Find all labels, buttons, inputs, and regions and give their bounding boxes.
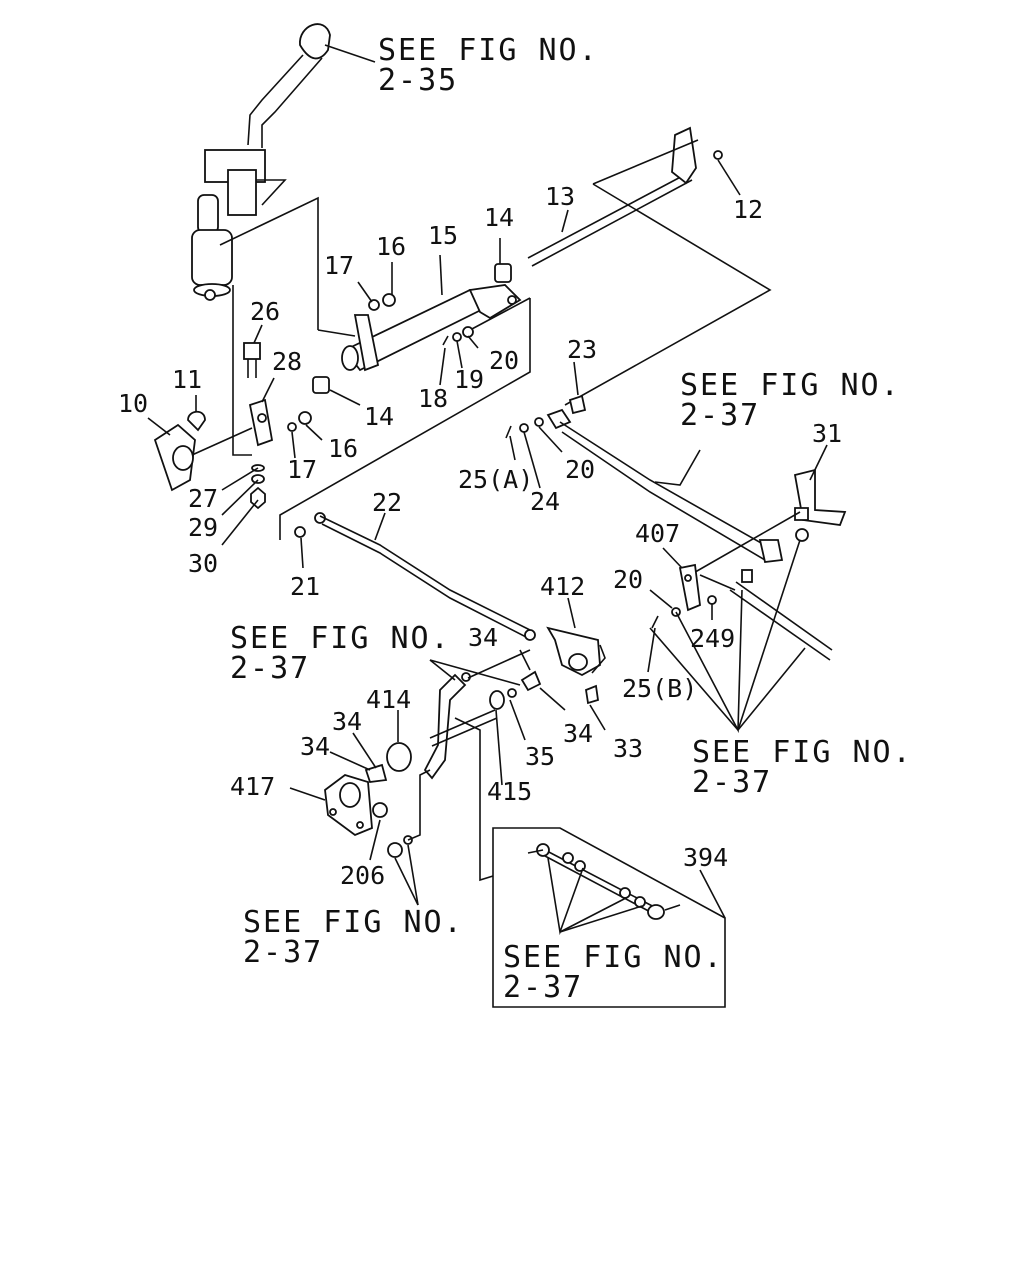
part-label-25a: 25(A) — [458, 465, 533, 494]
part-label-12: 12 — [733, 195, 763, 224]
part-label-16-bottom: 16 — [328, 434, 358, 463]
part-label-206: 206 — [340, 861, 385, 890]
part-label-22: 22 — [372, 488, 402, 517]
part-label-34-left-top: 34 — [332, 707, 362, 736]
svg-text:2-35: 2-35 — [378, 63, 458, 98]
leader-lines — [147, 44, 828, 936]
part-label-31: 31 — [812, 419, 842, 448]
part-label-20-top: 20 — [489, 346, 519, 375]
pin-18 — [442, 335, 449, 346]
part-label-249: 249 — [690, 624, 735, 653]
ref-fig-2-37-box: SEE FIG NO. 2-37 — [503, 940, 724, 1005]
part-label-34-left: 34 — [300, 732, 330, 761]
svg-text:SEE FIG NO.: SEE FIG NO. — [243, 905, 464, 940]
part-label-23: 23 — [567, 335, 597, 364]
bolt-26-group — [232, 285, 312, 510]
ref-fig-2-37-right-top: SEE FIG NO. 2-37 — [680, 368, 901, 433]
part-label-19: 19 — [454, 365, 484, 394]
ref-fig-2-37-left-bottom: SEE FIG NO. 2-37 — [243, 905, 464, 970]
part-label-33: 33 — [613, 734, 643, 763]
lever-407 — [651, 563, 753, 629]
part-label-21: 21 — [290, 572, 320, 601]
part-label-20-mid: 20 — [565, 455, 595, 484]
part-label-34-right: 34 — [563, 719, 593, 748]
part-label-412: 412 — [540, 572, 585, 601]
part-label-394: 394 — [683, 843, 728, 872]
part-label-14-top: 14 — [484, 203, 514, 232]
part-label-30: 30 — [188, 549, 218, 578]
part-label-27: 27 — [188, 484, 218, 513]
part-label-417: 417 — [230, 772, 275, 801]
bushing-14-bottom — [312, 376, 330, 394]
part-label-28: 28 — [272, 347, 302, 376]
cross-shaft — [279, 284, 531, 540]
svg-text:2-37: 2-37 — [680, 398, 760, 433]
part-label-414: 414 — [366, 685, 411, 714]
washer-19 — [452, 332, 462, 342]
control-rod-13 — [527, 126, 772, 415]
control-rod-right — [505, 408, 847, 661]
washer-17-top — [368, 299, 380, 311]
svg-text:SEE FIG NO.: SEE FIG NO. — [378, 33, 599, 68]
svg-text:2-37: 2-37 — [243, 935, 323, 970]
part-label-10: 10 — [118, 389, 148, 418]
part-label-34-top: 34 — [468, 623, 498, 652]
rod-22 — [294, 512, 536, 641]
part-label-29: 29 — [188, 513, 218, 542]
svg-text:2-37: 2-37 — [230, 651, 310, 686]
part-label-26: 26 — [250, 297, 280, 326]
svg-text:2-37: 2-37 — [692, 765, 772, 800]
part-labels: 13 12 14 15 16 17 26 28 11 10 14 16 17 1… — [118, 182, 842, 890]
bracket-10 — [153, 410, 253, 492]
bushing-14-top — [494, 263, 512, 283]
part-label-17-bottom: 17 — [287, 455, 317, 484]
svg-text:SEE FIG NO.: SEE FIG NO. — [680, 368, 901, 403]
part-label-14-bottom: 14 — [364, 402, 394, 431]
part-label-15: 15 — [428, 221, 458, 250]
part-label-407: 407 — [635, 519, 680, 548]
ref-fig-2-37-left-mid: SEE FIG NO. 2-37 — [230, 621, 451, 686]
svg-text:2-37: 2-37 — [503, 970, 583, 1005]
part-label-13: 13 — [545, 182, 575, 211]
part-label-11: 11 — [172, 365, 202, 394]
svg-text:SEE FIG NO.: SEE FIG NO. — [503, 940, 724, 975]
bracket-412 — [546, 626, 606, 677]
ref-fig-2-37-right-bottom: SEE FIG NO. 2-37 — [692, 735, 913, 800]
part-label-25b: 25(B) — [622, 674, 697, 703]
nut-16-top — [382, 293, 396, 307]
ref-fig-2-35: SEE FIG NO. 2-35 — [378, 33, 599, 98]
part-label-18: 18 — [418, 384, 448, 413]
shift-lever — [191, 23, 331, 330]
washer-20-top — [462, 326, 474, 338]
svg-text:SEE FIG NO.: SEE FIG NO. — [230, 621, 451, 656]
part-label-415: 415 — [487, 777, 532, 806]
svg-text:SEE FIG NO.: SEE FIG NO. — [692, 735, 913, 770]
part-label-24: 24 — [530, 487, 560, 516]
part-label-35: 35 — [525, 742, 555, 771]
part-label-16-top: 16 — [376, 232, 406, 261]
part-label-17-top: 17 — [324, 251, 354, 280]
detail-box-394 — [492, 827, 726, 1008]
part-label-20-right: 20 — [613, 565, 643, 594]
lower-assembly — [324, 649, 600, 882]
